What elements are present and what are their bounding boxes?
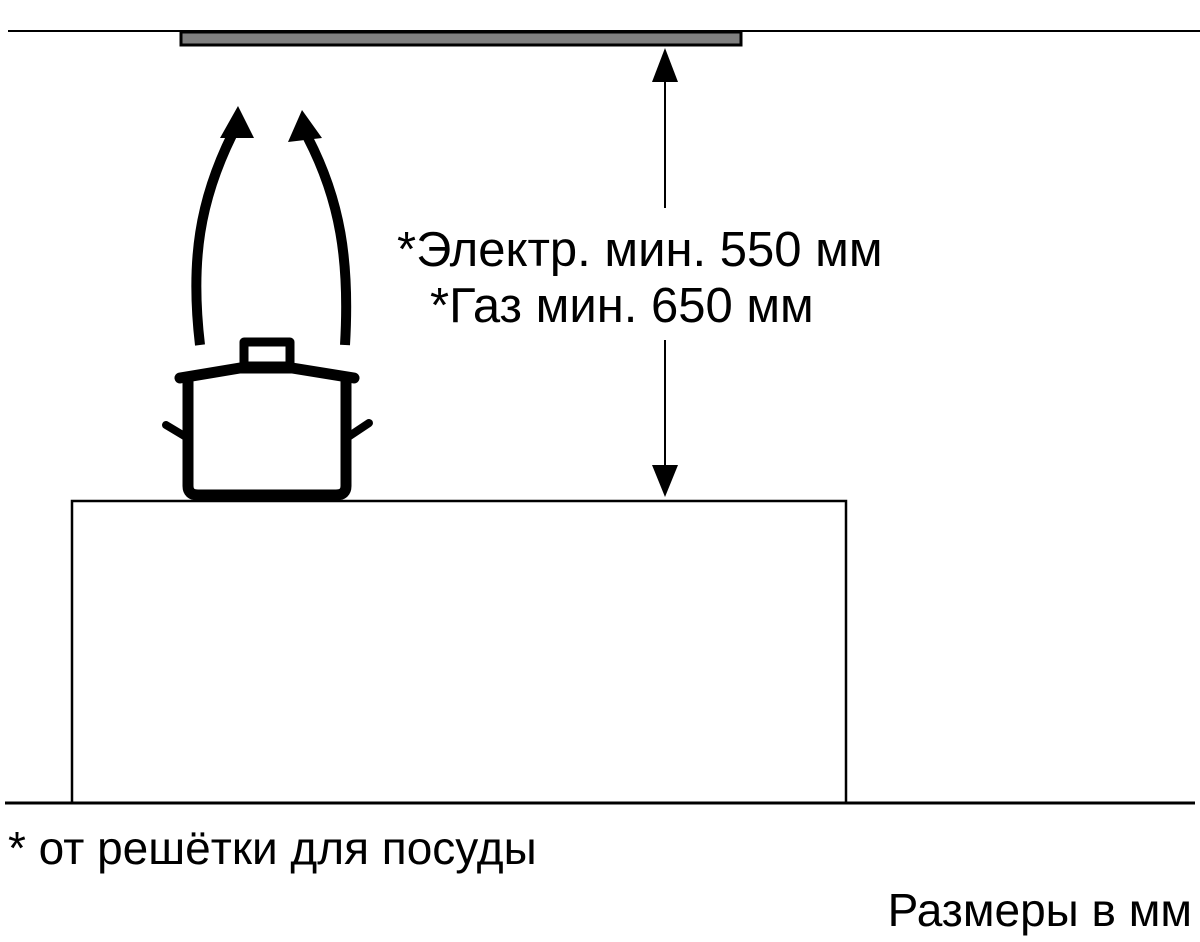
base-cabinet bbox=[70, 499, 848, 805]
cooking-pot-icon bbox=[162, 337, 373, 501]
extractor-hood bbox=[179, 30, 743, 47]
gas-min-label: *Газ мин. 650 мм bbox=[430, 279, 814, 333]
units-label: Размеры в мм bbox=[888, 884, 1192, 936]
footnote-label: * от решётки для посуды bbox=[8, 822, 537, 874]
clearance-dimension-arrow bbox=[652, 48, 678, 497]
steam-arrows bbox=[191, 106, 352, 346]
electric-min-label: *Электр. мин. 550 мм bbox=[397, 223, 883, 277]
